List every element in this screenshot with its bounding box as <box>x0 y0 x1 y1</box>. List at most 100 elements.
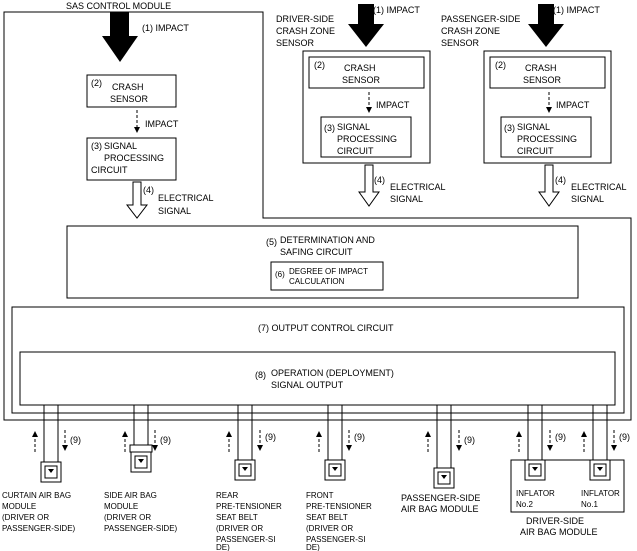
driver-electrical-arrow <box>358 164 380 207</box>
svg-text:(DRIVER OR: (DRIVER OR <box>104 513 151 522</box>
nine-label-4: (9) <box>354 432 365 442</box>
side-airbag-label: SIDE AIR BAG MODULE (DRIVER OR PASSENGER… <box>104 491 178 533</box>
svg-text:MODULE: MODULE <box>104 502 138 511</box>
sas-crash-sensor-num: (2) <box>91 78 102 88</box>
driver-impact-arrow <box>348 4 384 47</box>
sas-crash-sensor-line2: SENSOR <box>110 94 149 104</box>
svg-text:PASSENGER-SIDE): PASSENGER-SIDE) <box>104 524 178 533</box>
passenger-sensor-title-1: PASSENGER-SIDE <box>441 14 520 24</box>
operation-line1: OPERATION (DEPLOYMENT) <box>271 368 394 378</box>
svg-text:DE): DE) <box>216 543 230 551</box>
passenger-airbag-label: PASSENGER-SIDE AIR BAG MODULE <box>401 493 480 514</box>
passenger-signal-processing-box <box>500 116 592 158</box>
driver-signal-line1: SIGNAL <box>337 122 370 132</box>
nine-label-1: (9) <box>70 435 81 445</box>
sas-electrical-line2: SIGNAL <box>158 206 191 216</box>
driver-electrical-num: (4) <box>374 175 385 185</box>
front-pretensioner-icon <box>324 459 346 481</box>
curtain-airbag-label: CURTAIN AIR BAG MODULE (DRIVER OR PASSEN… <box>2 491 76 533</box>
driver-crash-sensor-num: (2) <box>314 60 325 70</box>
driver-electrical-line1: ELECTRICAL <box>390 182 446 192</box>
sas-electrical-num: (4) <box>143 185 154 195</box>
passenger-impact-label: (1) IMPACT <box>553 5 600 15</box>
svg-text:DE): DE) <box>306 543 320 551</box>
sas-signal-line2: PROCESSING <box>104 153 164 163</box>
front-pretensioner-label: FRONT PRE-TENSIONER SEAT BELT (DRIVER OR… <box>306 491 372 551</box>
sas-signal-line3: CIRCUIT <box>91 165 128 175</box>
svg-text:SEAT BELT: SEAT BELT <box>306 513 348 522</box>
svg-text:(DRIVER OR: (DRIVER OR <box>2 513 49 522</box>
passenger-electrical-arrow <box>538 164 560 207</box>
inflator-2-label: INFLATOR No.2 <box>516 489 555 509</box>
passenger-crash-sensor-line1: CRASH <box>525 63 557 73</box>
passenger-signal-line3: CIRCUIT <box>517 146 554 156</box>
driver-sensor-title-1: DRIVER-SIDE <box>276 14 334 24</box>
sas-control-module-title: SAS CONTROL MODULE <box>66 1 171 11</box>
sas-dashed-impact-label: IMPACT <box>145 119 179 129</box>
determination-num: (5) <box>266 237 277 247</box>
driver-signal-num: (3) <box>324 123 335 133</box>
svg-text:INFLATOR: INFLATOR <box>581 489 620 498</box>
driver-signal-processing-box <box>320 116 412 158</box>
svg-text:PRE-TENSIONER: PRE-TENSIONER <box>216 502 282 511</box>
passenger-airbag-icon <box>433 467 455 489</box>
sas-electrical-arrow <box>125 181 149 219</box>
passenger-crash-sensor-num: (2) <box>495 60 506 70</box>
driver-dashed-impact-label: IMPACT <box>376 100 410 110</box>
svg-text:PASSENGER-SIDE): PASSENGER-SIDE) <box>2 524 76 533</box>
sas-impact-arrow <box>102 12 138 62</box>
svg-text:DRIVER-SIDE: DRIVER-SIDE <box>526 516 584 526</box>
svg-text:No.1: No.1 <box>581 500 598 509</box>
nine-label-5: (9) <box>464 435 475 445</box>
sas-signal-num: (3) <box>91 141 102 151</box>
nine-label-2: (9) <box>160 435 171 445</box>
output-wiring <box>43 405 608 468</box>
inflator-1-icon <box>589 459 611 481</box>
svg-text:PASSENGER-SI: PASSENGER-SI <box>306 535 365 544</box>
driver-impact-label: (1) IMPACT <box>373 5 420 15</box>
sas-crash-sensor-box <box>86 74 177 108</box>
svg-text:AIR BAG MODULE: AIR BAG MODULE <box>401 504 479 514</box>
passenger-signal-line2: PROCESSING <box>517 134 577 144</box>
degree-impact-box <box>270 261 384 291</box>
driver-sensor-title-3: SENSOR <box>276 38 315 48</box>
passenger-sensor-title-2: CRASH ZONE <box>441 26 500 36</box>
output-control-label: (7) OUTPUT CONTROL CIRCUIT <box>258 323 394 333</box>
driver-signal-line3: CIRCUIT <box>337 146 374 156</box>
sas-signal-line1: SIGNAL <box>104 141 137 151</box>
svg-text:SEAT BELT: SEAT BELT <box>216 513 258 522</box>
inflator-2-icon <box>524 459 546 481</box>
inflator-1-label: INFLATOR No.1 <box>581 489 620 509</box>
sas-control-module-outline <box>3 11 632 421</box>
passenger-crash-sensor-line2: SENSOR <box>523 75 562 85</box>
svg-text:SIDE AIR BAG: SIDE AIR BAG <box>104 491 157 500</box>
svg-text:(DRIVER OR: (DRIVER OR <box>306 524 353 533</box>
nine-label-3: (9) <box>265 432 276 442</box>
nine-label-6: (9) <box>555 432 566 442</box>
driver-crash-sensor-box <box>308 56 425 89</box>
curtain-airbag-icon <box>40 461 62 483</box>
passenger-sensor-title-3: SENSOR <box>441 38 480 48</box>
svg-text:REAR: REAR <box>216 491 238 500</box>
driver-crash-sensor-line2: SENSOR <box>342 75 381 85</box>
passenger-electrical-line2: SIGNAL <box>571 194 604 204</box>
feedback-arrows <box>32 430 617 452</box>
passenger-crash-sensor-box <box>489 56 606 89</box>
svg-text:PASSENGER-SI: PASSENGER-SI <box>216 535 275 544</box>
passenger-signal-num: (3) <box>504 123 515 133</box>
svg-text:FRONT: FRONT <box>306 491 334 500</box>
passenger-signal-line1: SIGNAL <box>517 122 550 132</box>
passenger-electrical-num: (4) <box>555 175 566 185</box>
driver-signal-line2: PROCESSING <box>337 134 397 144</box>
nine-label-7: (9) <box>619 432 630 442</box>
svg-text:PASSENGER-SIDE: PASSENGER-SIDE <box>401 493 480 503</box>
svg-text:MODULE: MODULE <box>2 502 36 511</box>
driver-electrical-line2: SIGNAL <box>390 194 423 204</box>
passenger-dashed-impact-label: IMPACT <box>556 100 590 110</box>
degree-line1: DEGREE OF IMPACT <box>289 267 368 276</box>
sas-electrical-line1: ELECTRICAL <box>158 193 214 203</box>
operation-signal-box <box>19 351 616 406</box>
svg-text:AIR BAG MODULE: AIR BAG MODULE <box>520 527 598 537</box>
passenger-impact-arrow <box>528 4 564 47</box>
